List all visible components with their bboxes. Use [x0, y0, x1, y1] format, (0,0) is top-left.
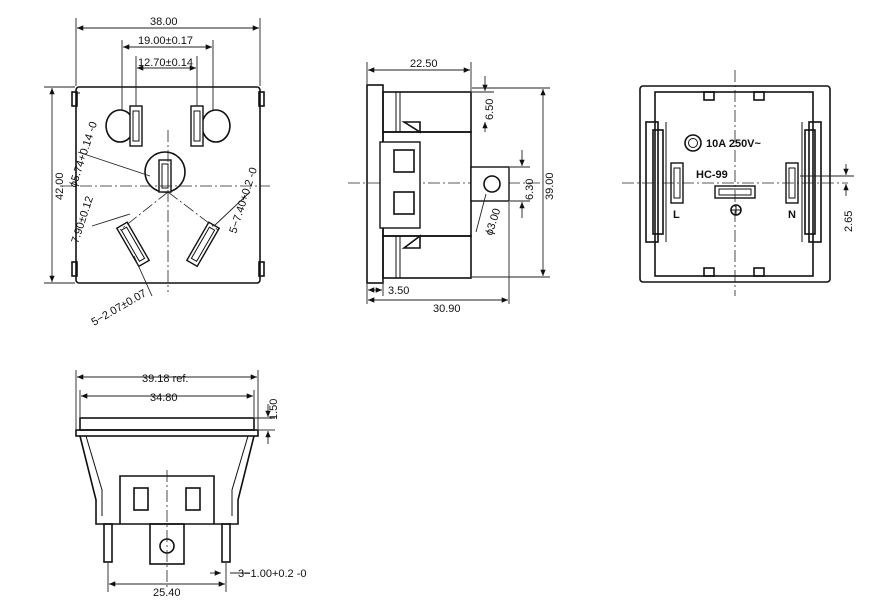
dim-flange: 3.50	[388, 285, 409, 297]
pin-n-label: N	[788, 209, 796, 221]
rear-view: 10A 250V~ HC-99 L N 2.65	[622, 70, 855, 296]
pin-angled-right	[185, 221, 221, 268]
dim-earth-hole: ϕ5.74+0.14 -0	[67, 120, 100, 189]
dim-pin-slot-right: 5−7.40+0.2 -0	[227, 166, 260, 235]
dim-overall-height: 39.00	[544, 172, 556, 200]
dim-height: 42.00	[54, 172, 66, 200]
ccc-mark-icon	[684, 134, 702, 152]
dim-pin-angle-left: 7.90±0.12	[69, 195, 96, 245]
earth-socket	[144, 151, 186, 193]
bottom-view: 39.18 ref. 34.80 1.50 25.40 3−1.00+0.2 -…	[75, 370, 307, 599]
dim-pin-slot-bottom: 5−2.07±0.07	[90, 288, 149, 329]
side-view: 22.50 6.50 6.30 39.00 ϕ3.00 3.50 30.90	[348, 58, 556, 315]
dim-hole-dia: ϕ3.00	[483, 207, 503, 237]
dim-inner-width: 34.80	[150, 392, 178, 404]
pin-l-label: L	[673, 209, 680, 221]
pin-socket-left	[105, 105, 143, 147]
dim-depth-top: 22.50	[410, 58, 438, 70]
dim-terminal-width: 3−1.00+0.2 -0	[238, 568, 307, 580]
dim-pin-pitch-inner: 12.70±0.14	[138, 57, 193, 69]
dim-pin-pitch-outer: 19.00±0.17	[138, 35, 193, 47]
dim-ref-width: 39.18 ref.	[142, 373, 188, 385]
dim-overall-depth: 30.90	[433, 303, 461, 315]
dim-width: 38.00	[150, 16, 178, 28]
front-view: 38.00 19.00±0.17 12.70±0.14 42.00 ϕ5.74+…	[44, 16, 270, 329]
dim-offset: 2.65	[843, 211, 855, 232]
dim-flange-thickness: 1.50	[268, 399, 280, 420]
pin-socket-right	[190, 105, 231, 147]
model-label: HC-99	[696, 169, 728, 181]
rating-label: 10A 250V~	[706, 138, 762, 150]
dim-tab-offset: 6.50	[484, 99, 496, 120]
dim-tab-height: 6.30	[524, 179, 536, 200]
dim-terminal-pitch: 25.40	[153, 587, 181, 599]
pin-angled-left	[115, 221, 151, 268]
